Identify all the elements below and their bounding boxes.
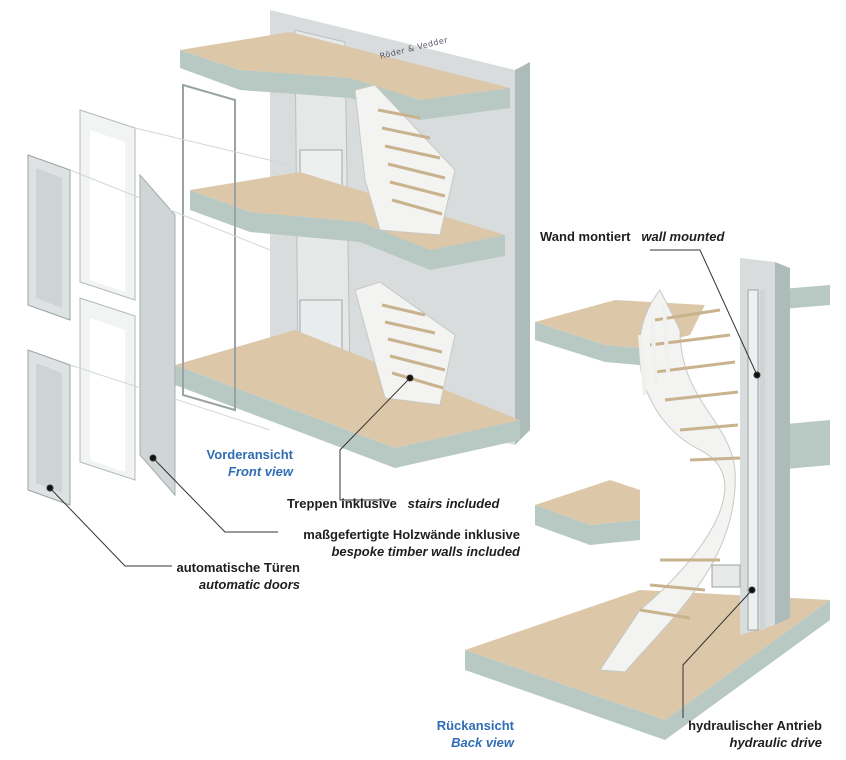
front-view-en: Front view [227,464,293,479]
leader-wall-mounted [650,249,758,376]
callout-doors-en: automatic doors [198,577,300,592]
back-view-building [465,258,830,740]
leader-walls [152,457,278,533]
callout-walls: maßgefertigte Holzwände inklusive bespok… [270,526,520,560]
callout-doors: automatische Türen automatic doors [150,559,300,593]
callout-doors-de: automatische Türen [176,560,300,575]
front-view-caption: Vorderansicht Front view [170,446,293,480]
back-view-en: Back view [451,735,514,750]
hydraulic-column [747,289,759,631]
back-floor-middle [535,480,640,525]
hydraulic-pump [711,564,741,588]
back-floor-ground-edge [465,600,830,740]
callout-wall-mounted: Wand montiert wall mounted [540,228,724,245]
front-view-building [175,10,530,468]
door-frame-upper-inner [90,130,125,292]
stair-upper [354,84,456,236]
leader-lines [46,249,761,718]
back-rear-wall-side [775,262,790,625]
leader-doors [49,487,172,567]
back-floor-top-edge [535,322,640,365]
callout-walls-de: maßgefertigte Holzwände inklusive [303,527,520,542]
callout-stairs-de: Treppen inklusive [287,496,397,511]
exploded-doors-walls [27,83,291,506]
door-frame-lower-inner [90,318,125,472]
timber-wall-panel [139,173,176,497]
callout-hydraulic-en: hydraulic drive [729,735,822,750]
callout-hydraulic: hydraulischer Antrieb hydraulic drive [660,717,822,751]
lift-frame-outline [182,83,236,412]
floor-slab-top [180,32,510,100]
front-view-de: Vorderansicht [206,447,293,462]
front-wall-side [515,62,530,445]
back-floor-middle-edge [535,505,640,545]
back-balustrade [638,304,670,396]
callout-walls-en: bespoke timber walls included [331,544,520,559]
floor-slab-top-edge [180,50,510,120]
back-view-de: Rückansicht [436,718,514,733]
callout-stairs-en: stairs included [407,496,500,511]
back-floor-ground [465,590,830,720]
leader-hydraulic [682,589,753,718]
callout-wall-mounted-en: wall mounted [641,229,725,244]
back-stair-stringer [599,289,736,673]
floor-slab-ground-edge [175,365,520,468]
callout-stairs: Treppen inklusive stairs included [287,495,499,512]
door-upper-glass [36,168,62,308]
callout-wall-mounted-de: Wand montiert [540,229,631,244]
back-view-caption: Rückansicht Back view [400,717,514,751]
door-lower-glass [36,363,62,493]
floor-slab-middle-edge [190,190,505,270]
leader-stairs [339,377,411,501]
hydraulic-rail [760,290,765,630]
callout-hydraulic-de: hydraulischer Antrieb [688,718,822,733]
floor-slab-ground [175,330,520,448]
